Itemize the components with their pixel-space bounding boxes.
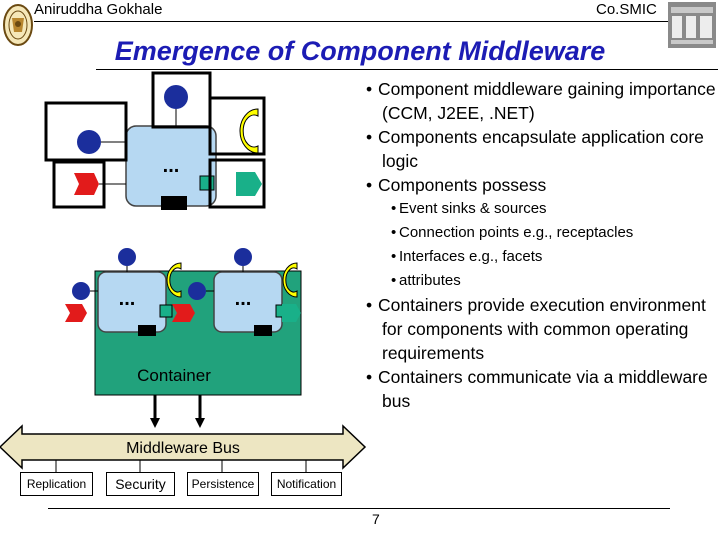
event-sink-icon xyxy=(282,304,301,322)
receptacle-icon xyxy=(166,262,182,298)
sub-bullet-item: •Interfaces e.g., facets xyxy=(391,248,543,265)
receptacle-icon xyxy=(282,262,298,298)
bullet-item: •Containers communicate via a middleware… xyxy=(366,367,708,411)
sub-bullet-item: •attributes xyxy=(391,272,461,289)
event-source-icon xyxy=(65,304,87,322)
bullet-list: •Component middleware gaining importance… xyxy=(366,77,716,413)
facet-icon xyxy=(188,282,206,300)
service-persistence: Persistence xyxy=(187,472,259,496)
title-rule xyxy=(96,69,718,70)
header-rule xyxy=(34,21,668,22)
bullet-item: •Containers provide execution environmen… xyxy=(366,295,706,363)
inner-component-right xyxy=(213,271,283,333)
inner-component-left xyxy=(97,271,167,333)
sub-bullet-item: •Event sinks & sources xyxy=(391,200,547,217)
bullet-item: •Component middleware gaining importance… xyxy=(366,79,716,123)
slide-title: Emergence of Component Middleware xyxy=(114,36,606,66)
project-logo xyxy=(668,2,716,48)
bus-label: Middleware Bus xyxy=(126,440,240,457)
facet-icon xyxy=(118,248,136,266)
project-name: Co.SMIC xyxy=(596,1,657,18)
footer-rule xyxy=(48,508,670,509)
receptacle-icon xyxy=(239,108,259,154)
facet-icon xyxy=(72,282,90,300)
bullet-item: •Components possess xyxy=(366,175,547,195)
sub-bullet-item: •Connection points e.g., receptacles xyxy=(391,224,634,241)
service-security: Security xyxy=(106,472,175,496)
university-seal-logo xyxy=(3,4,33,46)
page-number: 7 xyxy=(372,511,380,527)
attribute-box xyxy=(138,325,156,336)
facet-frame xyxy=(44,101,128,162)
event-sink-port xyxy=(199,175,215,191)
facet-icon xyxy=(164,85,188,109)
service-replication: Replication xyxy=(20,472,93,496)
attribute-box xyxy=(161,196,187,210)
container-bus-arrows xyxy=(150,395,205,428)
event-sink-icon xyxy=(236,172,262,196)
attribute-box xyxy=(254,325,272,336)
middleware-bus: Middleware Bus xyxy=(0,424,367,470)
author-name: Aniruddha Gokhale xyxy=(34,1,163,18)
bullet-item: •Components encapsulate application core… xyxy=(366,127,704,171)
component-diagram: ... Container ... xyxy=(0,71,367,472)
container-label: Container xyxy=(137,366,211,385)
container: Container ... ... xyxy=(65,248,302,396)
service-notification: Notification xyxy=(271,472,342,496)
standalone-component: ... xyxy=(44,71,266,210)
event-sink-frame xyxy=(208,158,266,209)
facet-icon xyxy=(77,130,101,154)
component-ellipsis: ... xyxy=(119,288,136,310)
event-sink-port xyxy=(159,304,173,318)
component-ellipsis: ... xyxy=(235,288,252,310)
facet-icon xyxy=(234,248,252,266)
component-ellipsis: ... xyxy=(163,155,180,177)
event-source-icon xyxy=(74,173,99,195)
receptacle-frame xyxy=(208,96,266,156)
event-source-icon xyxy=(172,304,195,322)
